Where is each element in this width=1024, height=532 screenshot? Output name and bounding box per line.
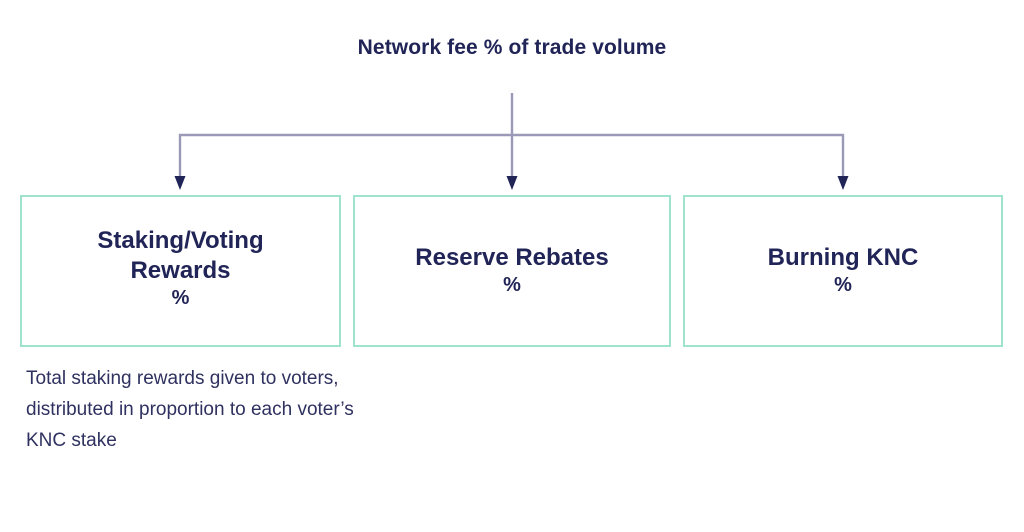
caption-staking: Total staking rewards given to voters, d… [26, 368, 354, 451]
arrow-down-icon-left [174, 176, 186, 190]
category-value-staking: % [171, 286, 190, 309]
category-value-reserve: % [503, 274, 521, 297]
category-label-staking: Staking/Voting Rewards [97, 227, 264, 284]
page-title: Network fee % of trade volume [357, 36, 667, 59]
category-value-burning: % [834, 274, 852, 297]
category-box-reserve[interactable]: Reserve Rebates % [353, 195, 671, 347]
category-label-reserve: Reserve Rebates [415, 243, 609, 271]
arrow-down-icon-center [506, 176, 518, 190]
arrow-down-icon-right [837, 176, 849, 190]
category-label-burning: Burning KNC [767, 243, 919, 271]
category-box-staking[interactable]: Staking/Voting Rewards % [20, 195, 341, 347]
category-box-burning[interactable]: Burning KNC % [683, 195, 1003, 347]
